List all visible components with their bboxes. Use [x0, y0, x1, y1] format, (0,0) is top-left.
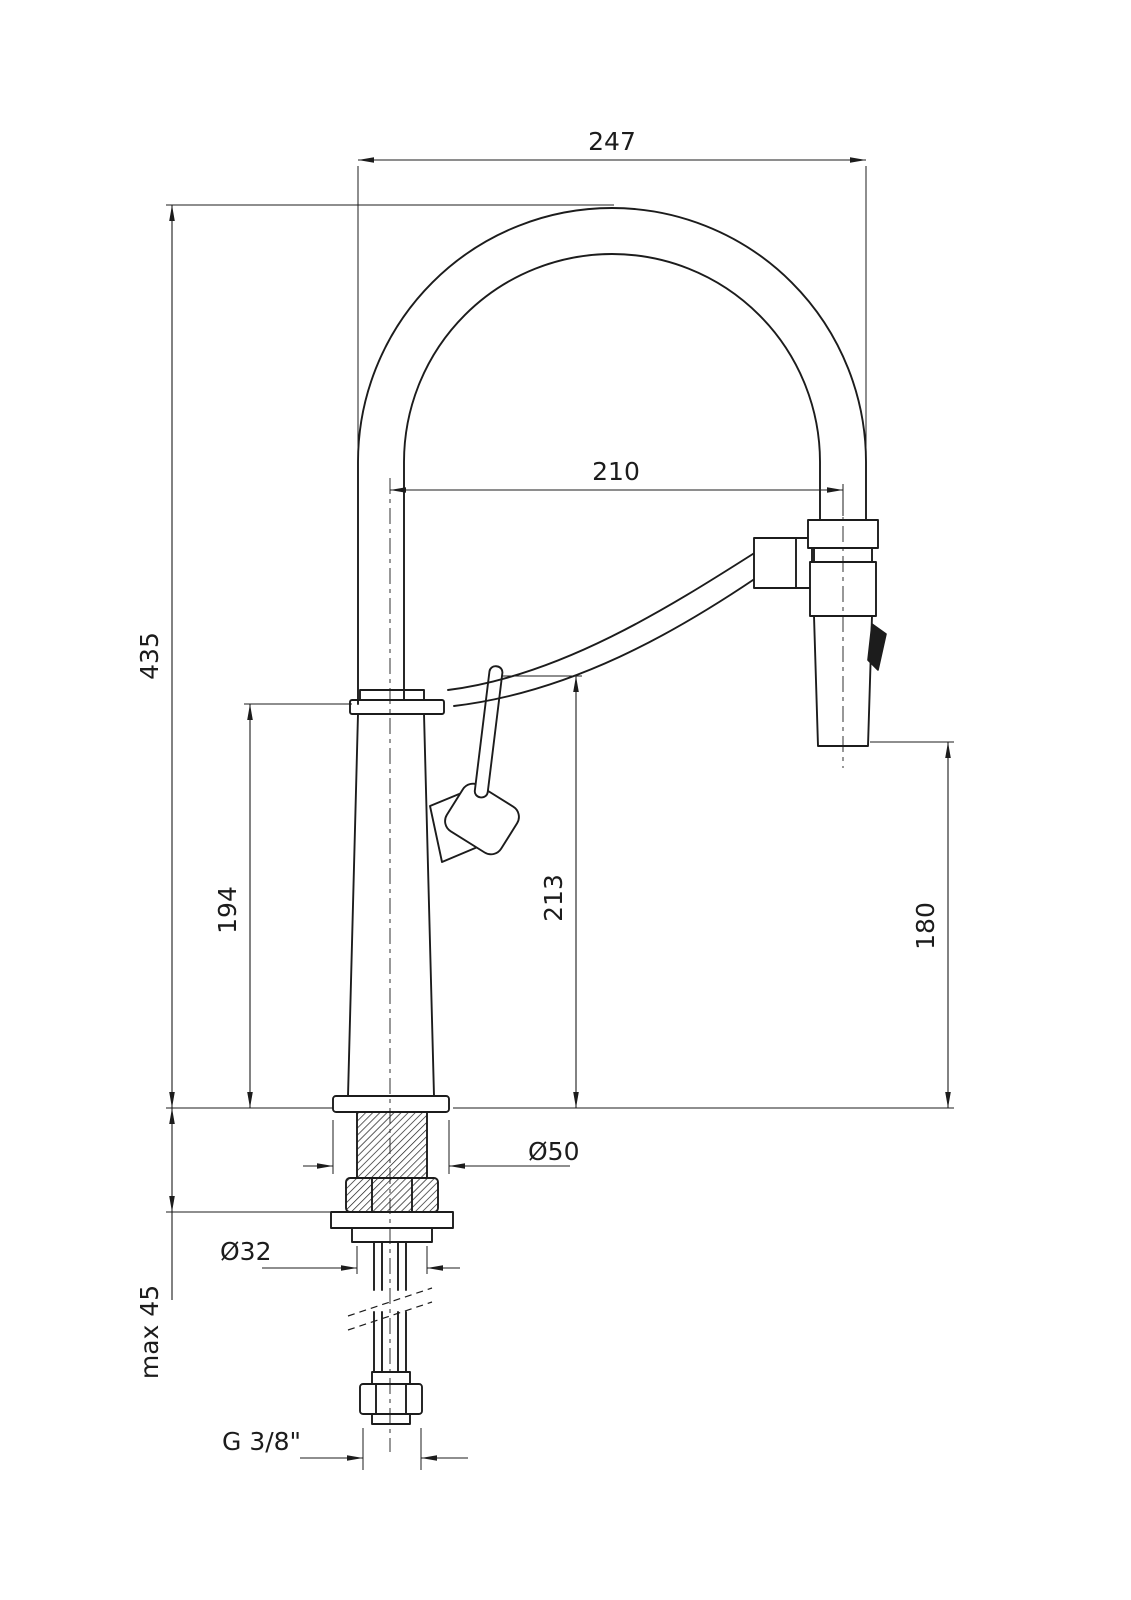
dim-outlet-height: 180	[453, 741, 954, 1109]
dim-label-base-diameter: Ø50	[528, 1137, 580, 1166]
spout-inner-edge	[403, 253, 821, 701]
faucet-body	[347, 689, 445, 1097]
spout-outer-edge	[357, 207, 867, 705]
dim-max-deck-thickness: max 45	[135, 1108, 330, 1379]
dim-label-thread-size: G 3/8"	[222, 1427, 301, 1456]
threaded-shank	[356, 1111, 428, 1179]
dim-label-body-height: 194	[213, 886, 242, 934]
nut-body	[345, 1177, 439, 1213]
dim-base-diameter: Ø50	[303, 1120, 580, 1174]
body-flange	[349, 699, 445, 715]
dim-label-spout-reach: 210	[592, 457, 640, 486]
connector-collar	[371, 1371, 411, 1385]
dim-thread-size: G 3/8"	[222, 1427, 468, 1470]
dim-label-shank-diameter: Ø32	[220, 1237, 272, 1266]
washers	[330, 1211, 454, 1243]
dim-body-height: 194	[213, 703, 352, 1108]
hose-lower-edge	[453, 577, 757, 707]
dimension-annotations: 247 210 435 194 213	[135, 127, 954, 1470]
dim-overall-width: 247	[357, 127, 867, 452]
dim-shank-diameter: Ø32	[220, 1237, 460, 1274]
spray-hose-connector-block	[753, 537, 813, 589]
dim-label-total-height: 435	[135, 632, 164, 680]
dim-spout-reach: 210	[390, 457, 844, 516]
connector-tail	[371, 1413, 411, 1425]
washer-narrow	[351, 1227, 433, 1243]
hose-upper-edge	[447, 551, 757, 691]
spray-head	[753, 519, 887, 747]
hose-connector	[359, 1371, 423, 1425]
washer-wide	[330, 1211, 454, 1229]
faucet-outline	[330, 207, 887, 1452]
body-top-lip	[359, 689, 425, 701]
pull-out-hose	[447, 551, 757, 707]
connector-hex-nut	[359, 1383, 423, 1415]
dim-handle-height: 213	[502, 675, 582, 1108]
centerlines	[389, 478, 844, 1452]
handle-knuckle	[444, 782, 520, 856]
dim-label-max-deck-thickness: max 45	[135, 1285, 164, 1379]
base-disc	[332, 1095, 450, 1113]
mounting-nut	[345, 1177, 439, 1213]
dim-label-outlet-height: 180	[911, 902, 940, 950]
dim-total-height: 435	[135, 204, 614, 1109]
supply-tubes	[347, 1241, 433, 1373]
shank-thread	[356, 1111, 428, 1179]
dim-label-overall-width: 247	[588, 127, 636, 156]
break-line	[347, 1301, 433, 1331]
spray-clip-lever	[867, 623, 887, 671]
break-line	[347, 1287, 433, 1317]
base-flange	[332, 1095, 450, 1113]
dim-label-handle-height: 213	[539, 874, 568, 922]
body-column	[347, 713, 435, 1097]
spout-arc	[357, 207, 867, 705]
